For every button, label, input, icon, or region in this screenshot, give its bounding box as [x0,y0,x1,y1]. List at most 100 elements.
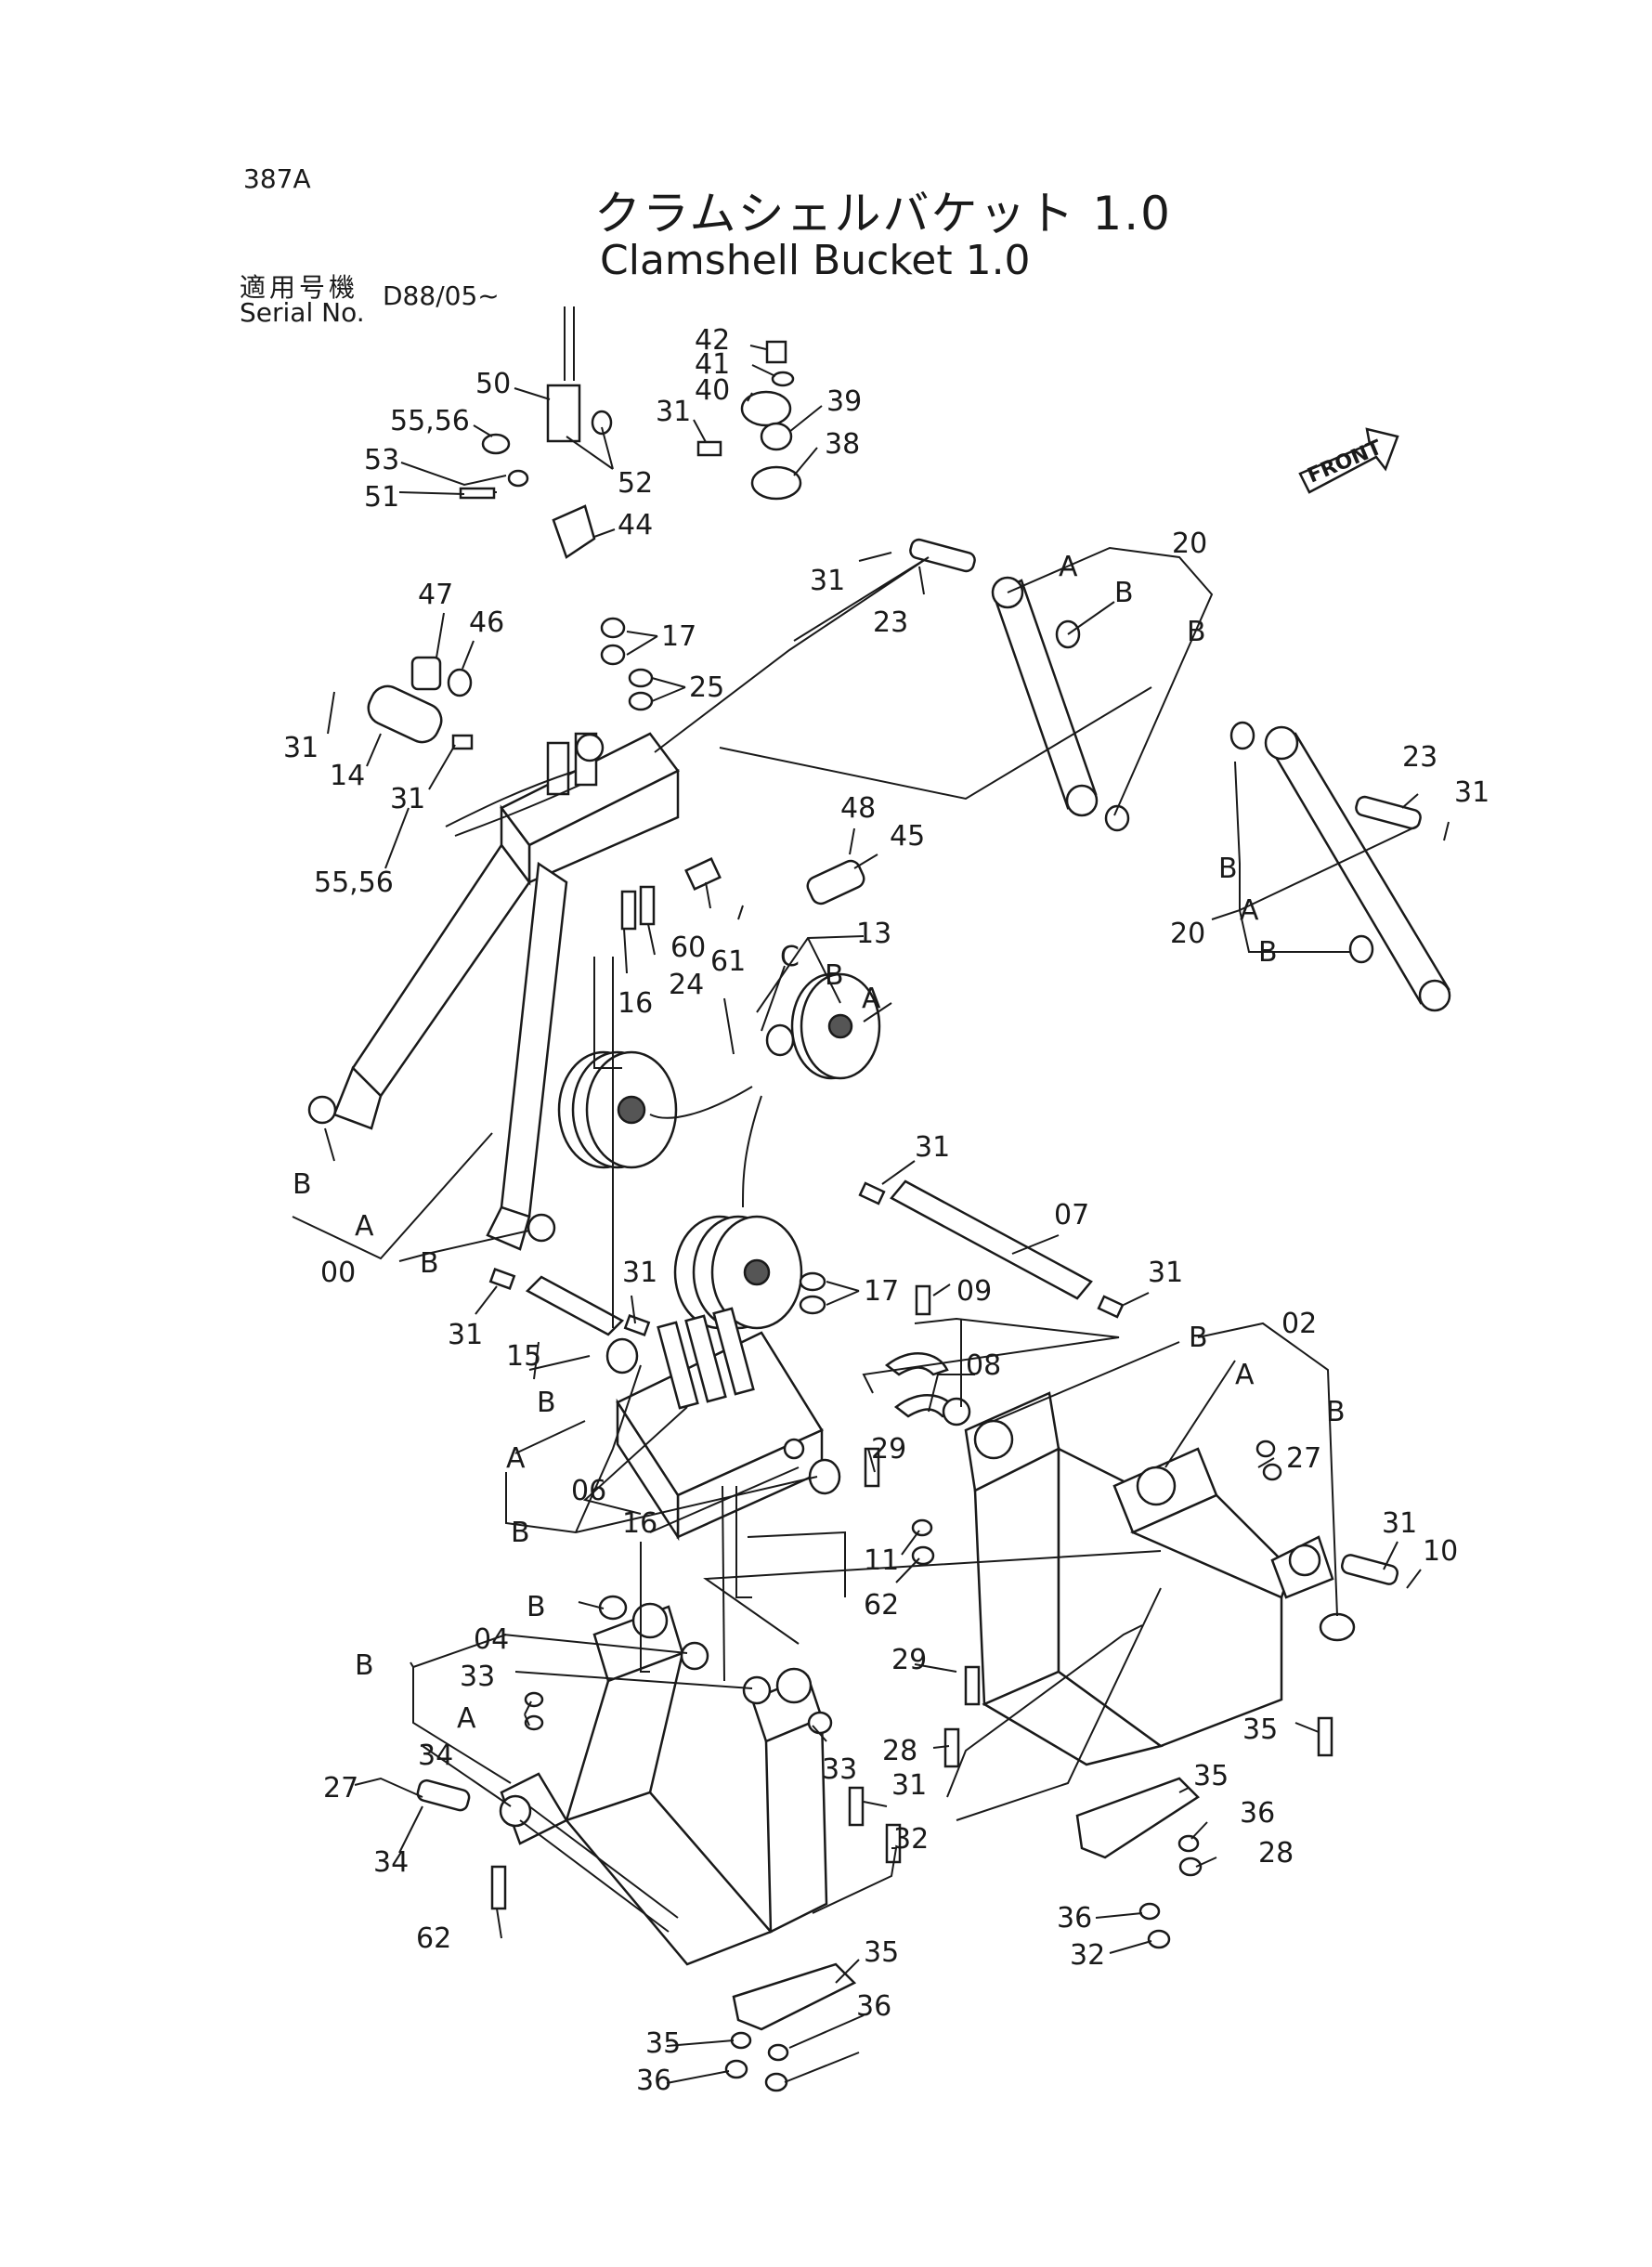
spacer-17-d-icon [799,1295,826,1315]
callout: 20 [1170,918,1205,950]
callout: 20 [1172,528,1207,560]
callout: 36 [856,1990,891,2023]
callout-labels: 42 41 40 39 38 31 50 55,56 53 51 52 44 4… [283,324,1489,2097]
callout: B [537,1387,556,1419]
callout: 39 [826,385,862,418]
callout: 31 [448,1319,483,1351]
tooth-left [724,1962,857,2092]
callout: 28 [1258,1837,1294,1870]
callout: B [511,1517,530,1549]
leader-lines [292,345,1450,2084]
callout: 55,56 [390,405,470,437]
sheave-stack-lower [673,1215,803,1330]
callout: 08 [966,1349,1001,1382]
callout: B [1189,1322,1208,1354]
callout: 40 [695,374,730,407]
washer-53-icon [507,469,529,488]
bolt-16-a-icon [620,890,637,931]
page-code: 387A [243,163,311,194]
callout: 36 [636,2065,671,2097]
title-japanese: クラムシェルバケット 1.0 [594,187,1172,241]
callout: 14 [330,760,365,792]
callout: A [457,1702,476,1735]
bolt-16-b-icon [864,1447,880,1488]
callout: 16 [622,1507,657,1540]
bolt-24-icon [639,885,656,926]
upper-frame-head [332,306,680,1251]
pin-14-icon [367,684,443,744]
serial-label-japanese: 適用号機 [240,272,359,303]
callout: 60 [670,932,706,964]
upper-fittings [367,340,865,931]
callout: 55,56 [314,866,394,899]
callout: 31 [656,396,691,428]
callout: 17 [864,1275,899,1308]
plate-40-icon [740,390,792,427]
callout: 23 [873,606,908,639]
bucket-half-02 [942,1391,1399,1766]
callout: 09 [956,1275,992,1308]
callout: 38 [825,428,860,461]
callout: 28 [882,1735,917,1767]
front-label: FRONT [1305,436,1385,489]
callout: 41 [695,348,730,381]
bolt-33-a-icon [964,1665,981,1706]
callout: 31 [1148,1257,1183,1289]
callout: 33 [822,1753,857,1786]
callout: B [1187,616,1206,648]
washer-10-icon [911,1518,933,1537]
callout: B [1114,577,1134,609]
callout: C [780,941,800,973]
pin-15 [488,1268,651,1336]
grease-nipple-31-icon [696,440,722,457]
plate-60-icon [684,857,722,891]
callout: 31 [891,1769,927,1802]
serial-value: D88/05~ [383,280,500,311]
callout: 45 [890,820,925,853]
grease-nipple-31-b-icon [451,734,474,750]
callout: A [862,983,881,1015]
callout: 04 [474,1623,509,1656]
callout: 31 [622,1257,657,1289]
callout: 35 [1193,1760,1229,1792]
long-pin-07 [858,1179,1125,1319]
callout: 31 [283,732,319,764]
bushing-00-b-icon [527,1213,556,1243]
nut-25-a-icon [628,668,654,688]
callout: B [1258,936,1278,969]
callout: B [1218,853,1238,885]
link-44-icon [552,504,596,559]
seal-38-icon [750,465,802,501]
callout: 33 [460,1661,495,1693]
sheave-13 [765,972,881,1080]
washer-52-icon [591,410,613,436]
callout: 16 [618,987,653,1020]
callout: 29 [871,1433,906,1466]
link-arm-20-lower [1229,721,1451,1012]
sheave-pair-upper [557,1050,678,1169]
callout: 44 [618,509,653,541]
callout: 31 [1382,1507,1417,1540]
callout: 31 [810,565,845,597]
callout: 02 [1281,1308,1317,1340]
tooth-right [1075,1777,1203,1949]
callout: 32 [893,1823,929,1856]
callout: 46 [469,606,504,639]
callout: 36 [1057,1902,1092,1935]
callout: 31 [915,1131,950,1164]
pin-51-icon [459,487,496,500]
callout: 51 [364,481,399,514]
callout: A [506,1442,526,1475]
callout: 62 [864,1589,899,1622]
callout: B [355,1649,374,1682]
spacer-17-a-icon [600,617,626,639]
sheave-arrow-1 [649,1086,753,1119]
nut-25-b-icon [628,691,654,711]
serial-label-english: Serial No. [240,297,365,328]
callout: 35 [864,1936,899,1969]
callout: 29 [891,1644,927,1676]
callout: A [1240,894,1259,927]
callout: B [293,1168,312,1201]
callout: 53 [364,444,399,476]
